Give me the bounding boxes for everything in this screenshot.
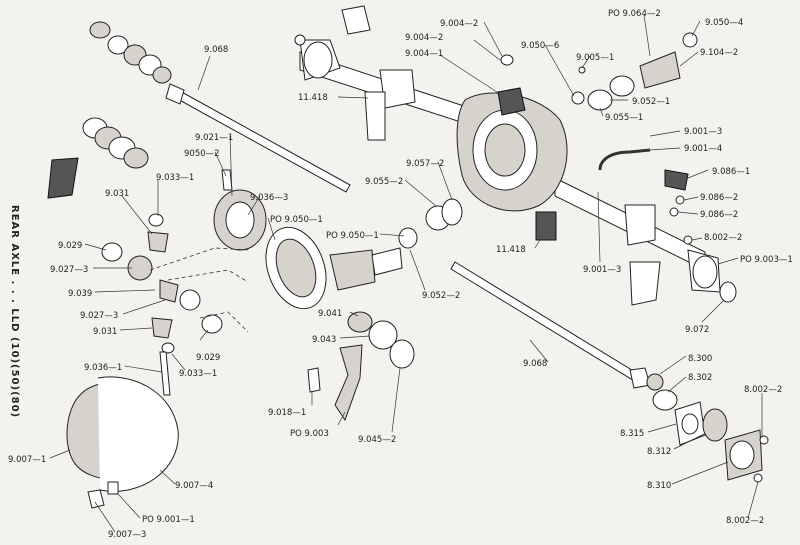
callout-9050-2: 9050—2: [184, 149, 220, 159]
leader-lines: [49, 14, 763, 533]
callout-9007-4: 9.007—4: [175, 481, 213, 491]
dashed-guides: [149, 247, 251, 333]
callout-9001-3b: 9.001—3: [583, 265, 621, 275]
callout-8302: 8.302: [688, 373, 712, 383]
callout-9045-2: 9.045—2: [358, 435, 396, 445]
callout-9004-1: 9.004—1: [405, 49, 443, 59]
bearing-stack-top-left: [89, 21, 172, 84]
callout-9033-1-top: 9.033—1: [156, 173, 194, 183]
callout-9007-3: 9.007—3: [108, 530, 146, 540]
callout-9039: 9.039: [68, 289, 92, 299]
callout-9004-2a: 9.004—2: [440, 19, 478, 29]
callout-9055-1: 9.055—1: [605, 113, 643, 123]
callouts: 9.068 9.021—1 9050—2 9.033—1 9.031 9.036…: [8, 9, 793, 540]
callout-8310: 8.310: [647, 481, 671, 491]
callout-8002-2b: 8.002—2: [744, 385, 782, 395]
callout-9021-1: 9.021—1: [195, 133, 233, 143]
callout-po9050-1b: PO 9.050—1: [326, 231, 379, 241]
callout-po9003-1: PO 9.003—1: [740, 255, 793, 265]
callout-9086-2b: 9.086—2: [700, 210, 738, 220]
axle-shaft-right: [450, 261, 651, 389]
callout-9004-2b: 9.004—2: [405, 33, 443, 43]
callout-8315: 8.315: [620, 429, 644, 439]
callout-9055-2: 9.055—2: [365, 177, 403, 187]
callout-9052-2: 9.052—2: [422, 291, 460, 301]
callout-8002-2c: 8.002—2: [726, 516, 764, 526]
callout-9036-1: 9.036—1: [84, 363, 122, 373]
callout-8300: 8.300: [688, 354, 712, 364]
hub-parts: [646, 373, 769, 483]
callout-9068-top: 9.068: [204, 45, 228, 55]
callout-9086-1: 9.086—1: [712, 167, 750, 177]
callout-9018-1: 9.018—1: [268, 408, 306, 418]
callout-8002-2a: 8.002—2: [704, 233, 742, 243]
callout-9036-3: 9.036—3: [250, 193, 288, 203]
differential-case: [213, 189, 267, 251]
callout-9027-3-top: 9.027—3: [50, 265, 88, 275]
callout-9029-bot: 9.029: [196, 353, 220, 363]
callout-9041: 9.041: [318, 309, 342, 319]
callout-9068-bot: 9.068: [523, 359, 547, 369]
callout-po9001-1: PO 9.001—1: [142, 515, 195, 525]
callout-9057-2: 9.057—2: [406, 159, 444, 169]
callout-9001-3a: 9.001—3: [684, 127, 722, 137]
callout-9086-2a: 9.086—2: [700, 193, 738, 203]
axle-shaft-left: [165, 83, 351, 193]
callout-po9050-1a: PO 9.050—1: [270, 215, 323, 225]
callout-9050-4: 9.050—4: [705, 18, 743, 28]
callout-9005-1: 9.005—1: [576, 53, 614, 63]
ring-gear: [265, 226, 327, 310]
callout-9052-1: 9.052—1: [632, 97, 670, 107]
pinion-side-gears: [101, 169, 233, 396]
callout-11418-top: 11.418: [298, 93, 328, 103]
callout-9031-top: 9.031: [105, 189, 129, 199]
callout-9029-top: 9.029: [58, 241, 82, 251]
callout-9072: 9.072: [685, 325, 709, 335]
callout-9007-1: 9.007—1: [8, 455, 46, 465]
callout-9104-2: 9.104—2: [700, 48, 738, 58]
cover-plate: [66, 376, 179, 509]
callout-8312: 8.312: [647, 447, 671, 457]
callout-9043: 9.043: [312, 335, 336, 345]
callout-9050-6: 9.050—6: [521, 41, 559, 51]
callout-9027-3-bot: 9.027—3: [80, 311, 118, 321]
bearing-stack-left: [47, 117, 149, 199]
top-center-parts: [294, 5, 737, 303]
callout-11418-bot: 11.418: [496, 245, 526, 255]
callout-9033-1-bot: 9.033—1: [179, 369, 217, 379]
axle-housing: [299, 39, 721, 306]
side-title: REAR AXLE . . . LLD (10)(50)(80): [9, 205, 20, 418]
callout-9001-4: 9.001—4: [684, 144, 722, 154]
callout-9031-bot: 9.031: [93, 327, 117, 337]
callout-po9003: PO 9.003: [290, 429, 329, 439]
callout-po9064-2: PO 9.064—2: [608, 9, 661, 19]
pinion-assembly: [307, 198, 463, 422]
